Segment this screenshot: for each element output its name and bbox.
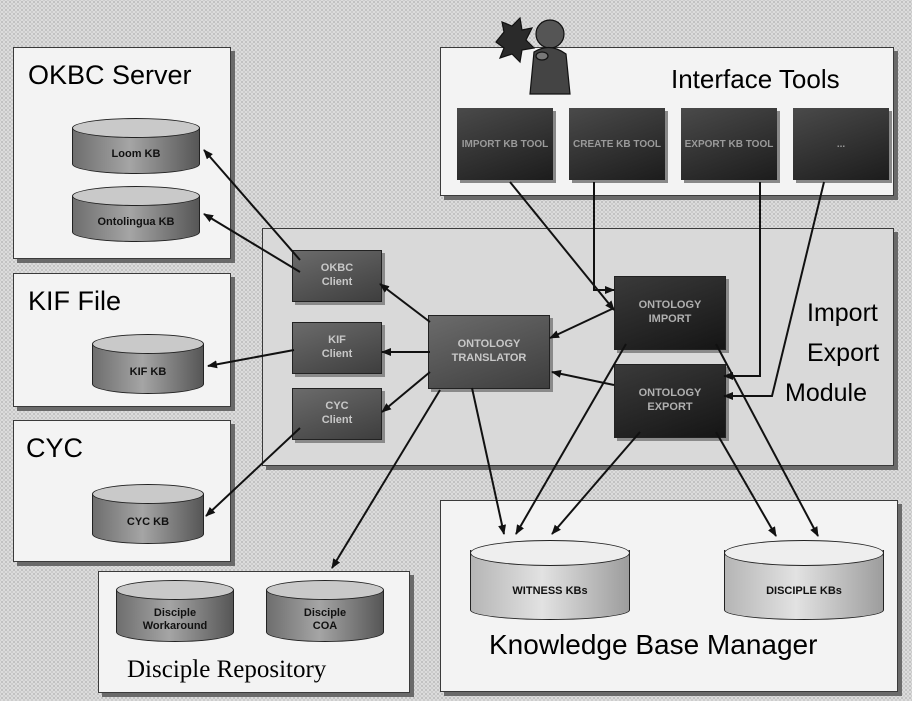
kif-client-line2: Client xyxy=(321,348,353,360)
module-title-line1: Import xyxy=(807,299,878,327)
person-mascot-icon xyxy=(495,16,571,95)
witness-kbs-database: WITNESS KBs xyxy=(470,540,630,620)
kif-file-title: KIF File xyxy=(28,286,122,316)
disciple-repository-title: Disciple Repository xyxy=(127,656,327,683)
ontolingua-kb-label: Ontolingua KB xyxy=(97,216,175,229)
kif-kb-database: KIF KB xyxy=(92,334,204,394)
cyc-client-line1: CYC xyxy=(325,400,349,413)
kb-manager-title: Knowledge Base Manager xyxy=(489,629,818,660)
cyc-client-line2: Client xyxy=(321,414,353,426)
okbc-client-line1: OKBC xyxy=(320,262,354,275)
loom-kb-database: Loom KB xyxy=(72,118,200,174)
cyc-title: CYC xyxy=(26,433,84,463)
exporter-line1: ONTOLOGY xyxy=(638,387,702,400)
import-kb-tool[interactable]: IMPORT KB TOOL xyxy=(457,108,553,180)
disciple-kbs-database: DISCIPLE KBs xyxy=(724,540,884,620)
loom-kb-label: Loom KB xyxy=(111,148,161,161)
kif-client-line1: KIF xyxy=(328,334,346,347)
exporter-line2: EXPORT xyxy=(647,401,693,413)
export-kb-tool[interactable]: EXPORT KB TOOL xyxy=(681,108,777,180)
coa-line2: COA xyxy=(312,620,338,632)
okbc-server-title: OKBC Server xyxy=(28,60,192,90)
importer-line2: IMPORT xyxy=(648,313,692,325)
okbc-client-line2: Client xyxy=(321,276,353,288)
translator-line2: TRANSLATOR xyxy=(451,352,527,364)
coa-line1: Disciple xyxy=(303,606,347,619)
importer-line1: ONTOLOGY xyxy=(638,299,702,312)
interface-tools-title: Interface Tools xyxy=(671,64,840,94)
module-title-line3: Module xyxy=(785,379,867,407)
module-title-line2: Export xyxy=(807,339,880,367)
workaround-line2: Workaround xyxy=(142,620,208,632)
workaround-line1: Disciple xyxy=(153,606,197,619)
more-tools[interactable]: ... xyxy=(793,108,889,180)
kif-kb-label: KIF KB xyxy=(129,366,167,379)
create-kb-tool[interactable]: CREATE KB TOOL xyxy=(569,108,665,180)
disciple-kbs-label: DISCIPLE KBs xyxy=(766,585,842,598)
ontolingua-kb-database: Ontolingua KB xyxy=(72,186,200,242)
witness-kbs-label: WITNESS KBs xyxy=(512,585,588,598)
translator-line1: ONTOLOGY xyxy=(457,338,521,351)
cyc-kb-label: CYC KB xyxy=(126,516,170,529)
cyc-kb-database: CYC KB xyxy=(92,484,204,544)
